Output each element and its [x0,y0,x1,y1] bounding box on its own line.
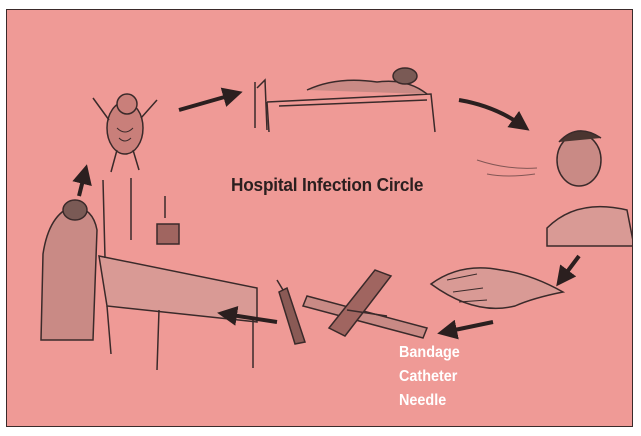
infection-cycle-diagram: Hospital Infection Circle Bandage Cathet… [6,9,633,427]
contaminated-items-list: Bandage Catheter Needle [399,341,460,413]
item-label-catheter: Catheter [399,365,460,389]
diagram-canvas [7,10,633,427]
diagram-background [7,10,633,427]
item-label-needle: Needle [399,389,460,413]
diagram-title: Hospital Infection Circle [231,174,423,196]
item-label-bandage: Bandage [399,341,460,365]
